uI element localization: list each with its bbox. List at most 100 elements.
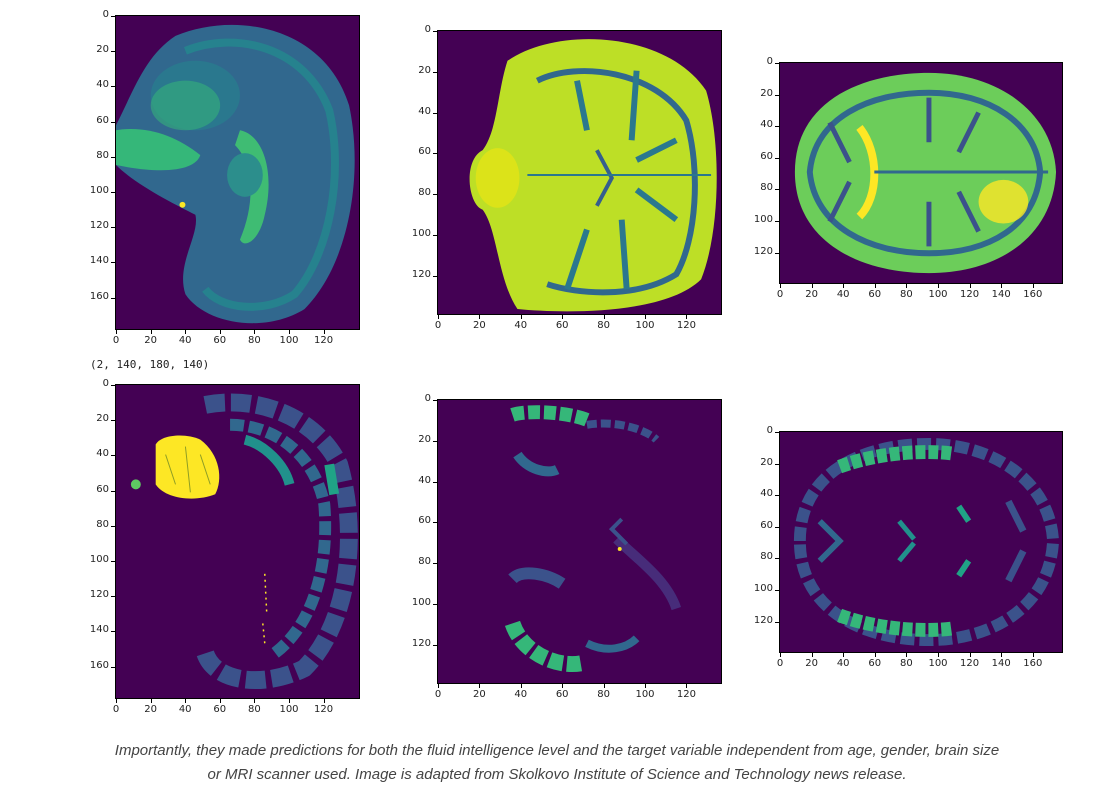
y-tick-label: 20	[760, 456, 773, 468]
x-tick-mark	[289, 330, 290, 334]
y-tick-mark	[775, 221, 779, 222]
y-tick-label: 120	[753, 614, 773, 626]
x-tick-mark	[645, 684, 646, 688]
x-tick-mark	[969, 284, 971, 288]
y-tick-mark	[111, 525, 115, 527]
x-tick-label: 0	[112, 335, 120, 346]
y-tick-mark	[775, 463, 779, 465]
x-tick-mark	[323, 699, 325, 703]
x-tick-label: 120	[960, 658, 980, 669]
x-tick-mark	[906, 284, 908, 288]
x-tick-mark	[811, 284, 813, 288]
y-tick-mark	[433, 235, 437, 236]
y-tick-mark	[433, 71, 437, 73]
x-tick-mark	[150, 699, 152, 703]
x-tick-label: 80	[900, 658, 913, 669]
x-tick-label: 0	[776, 289, 784, 300]
x-tick-mark	[438, 315, 439, 319]
x-tick-label: 40	[836, 289, 850, 300]
x-tick-label: 140	[991, 289, 1011, 300]
y-tick-mark	[433, 644, 437, 646]
x-tick-label: 60	[213, 704, 227, 715]
y-tick-mark	[775, 495, 779, 497]
x-tick-label: 20	[473, 320, 486, 331]
x-tick-label: 100	[928, 658, 948, 669]
y-tick-mark	[433, 481, 437, 483]
y-tick-label: 20	[96, 413, 109, 425]
x-tick-label: 0	[112, 704, 120, 715]
y-tick-label: 0	[424, 24, 431, 35]
x-tick-mark	[603, 315, 605, 319]
x-tick-mark	[185, 330, 187, 334]
x-tick-label: 0	[434, 689, 442, 700]
y-tick-mark	[433, 112, 437, 114]
x-tick-label: 20	[473, 689, 486, 700]
x-tick-mark	[520, 315, 522, 319]
x-tick-mark	[150, 330, 152, 334]
x-tick-label: 120	[676, 689, 696, 700]
x-tick-label: 0	[776, 658, 784, 669]
x-tick-label: 0	[434, 320, 442, 331]
y-tick-mark	[111, 455, 115, 457]
y-tick-mark	[111, 156, 115, 158]
y-tick-mark	[111, 86, 115, 88]
x-tick-mark	[906, 653, 908, 657]
image-axial-seg	[779, 431, 1063, 653]
y-tick-label: 40	[418, 474, 431, 486]
brain-coronal-image	[469, 39, 717, 312]
x-tick-label: 100	[635, 689, 655, 700]
x-tick-label: 60	[555, 320, 569, 331]
y-tick-mark	[775, 157, 779, 159]
y-tick-mark	[775, 94, 779, 96]
y-tick-label: 100	[753, 583, 773, 594]
y-tick-label: 40	[96, 448, 109, 460]
y-tick-label: 20	[418, 64, 431, 76]
x-tick-mark	[116, 330, 117, 334]
y-tick-label: 0	[424, 393, 431, 404]
y-tick-label: 60	[760, 519, 773, 531]
y-tick-mark	[775, 189, 779, 191]
x-tick-mark	[116, 699, 117, 703]
x-tick-mark	[874, 284, 876, 288]
figure-caption: Importantly, they made predictions for b…	[40, 739, 1074, 787]
y-tick-label: 40	[418, 105, 431, 117]
y-tick-mark	[111, 121, 115, 123]
y-tick-mark	[111, 297, 115, 299]
y-tick-mark	[111, 51, 115, 53]
x-tick-mark	[1032, 653, 1034, 657]
y-tick-mark	[111, 192, 115, 193]
caption-line-1: Importantly, they made predictions for b…	[114, 742, 1000, 759]
x-tick-mark	[1001, 284, 1003, 288]
x-tick-label: 80	[900, 289, 913, 300]
y-tick-label: 80	[760, 551, 773, 563]
segmentation-axial-image	[793, 437, 1060, 647]
y-tick-label: 60	[418, 515, 431, 527]
y-tick-label: 80	[418, 187, 431, 199]
image-coronal-mri	[437, 30, 722, 315]
y-tick-mark	[775, 558, 779, 560]
x-tick-label: 40	[836, 658, 850, 669]
segmentation-coronal-image	[504, 405, 682, 672]
y-tick-mark	[111, 16, 115, 17]
y-tick-label: 60	[96, 114, 109, 126]
y-tick-mark	[775, 63, 779, 64]
x-tick-label: 60	[868, 658, 882, 669]
y-tick-mark	[111, 490, 115, 492]
x-tick-mark	[780, 653, 781, 657]
y-tick-label: 40	[96, 79, 109, 91]
x-tick-mark	[1032, 284, 1034, 288]
y-tick-label: 20	[760, 87, 773, 99]
caption-line-2: or MRI scanner used. Image is adapted fr…	[207, 766, 907, 783]
y-tick-label: 0	[102, 378, 109, 389]
x-tick-mark	[520, 684, 522, 688]
y-tick-label: 140	[89, 624, 109, 636]
y-tick-mark	[433, 31, 437, 32]
x-tick-mark	[780, 284, 781, 288]
y-tick-label: 120	[411, 268, 431, 280]
x-tick-label: 60	[868, 289, 882, 300]
x-tick-mark	[438, 684, 439, 688]
x-tick-label: 120	[676, 320, 696, 331]
y-tick-mark	[775, 126, 779, 128]
y-tick-mark	[433, 275, 437, 277]
x-tick-mark	[811, 653, 813, 657]
